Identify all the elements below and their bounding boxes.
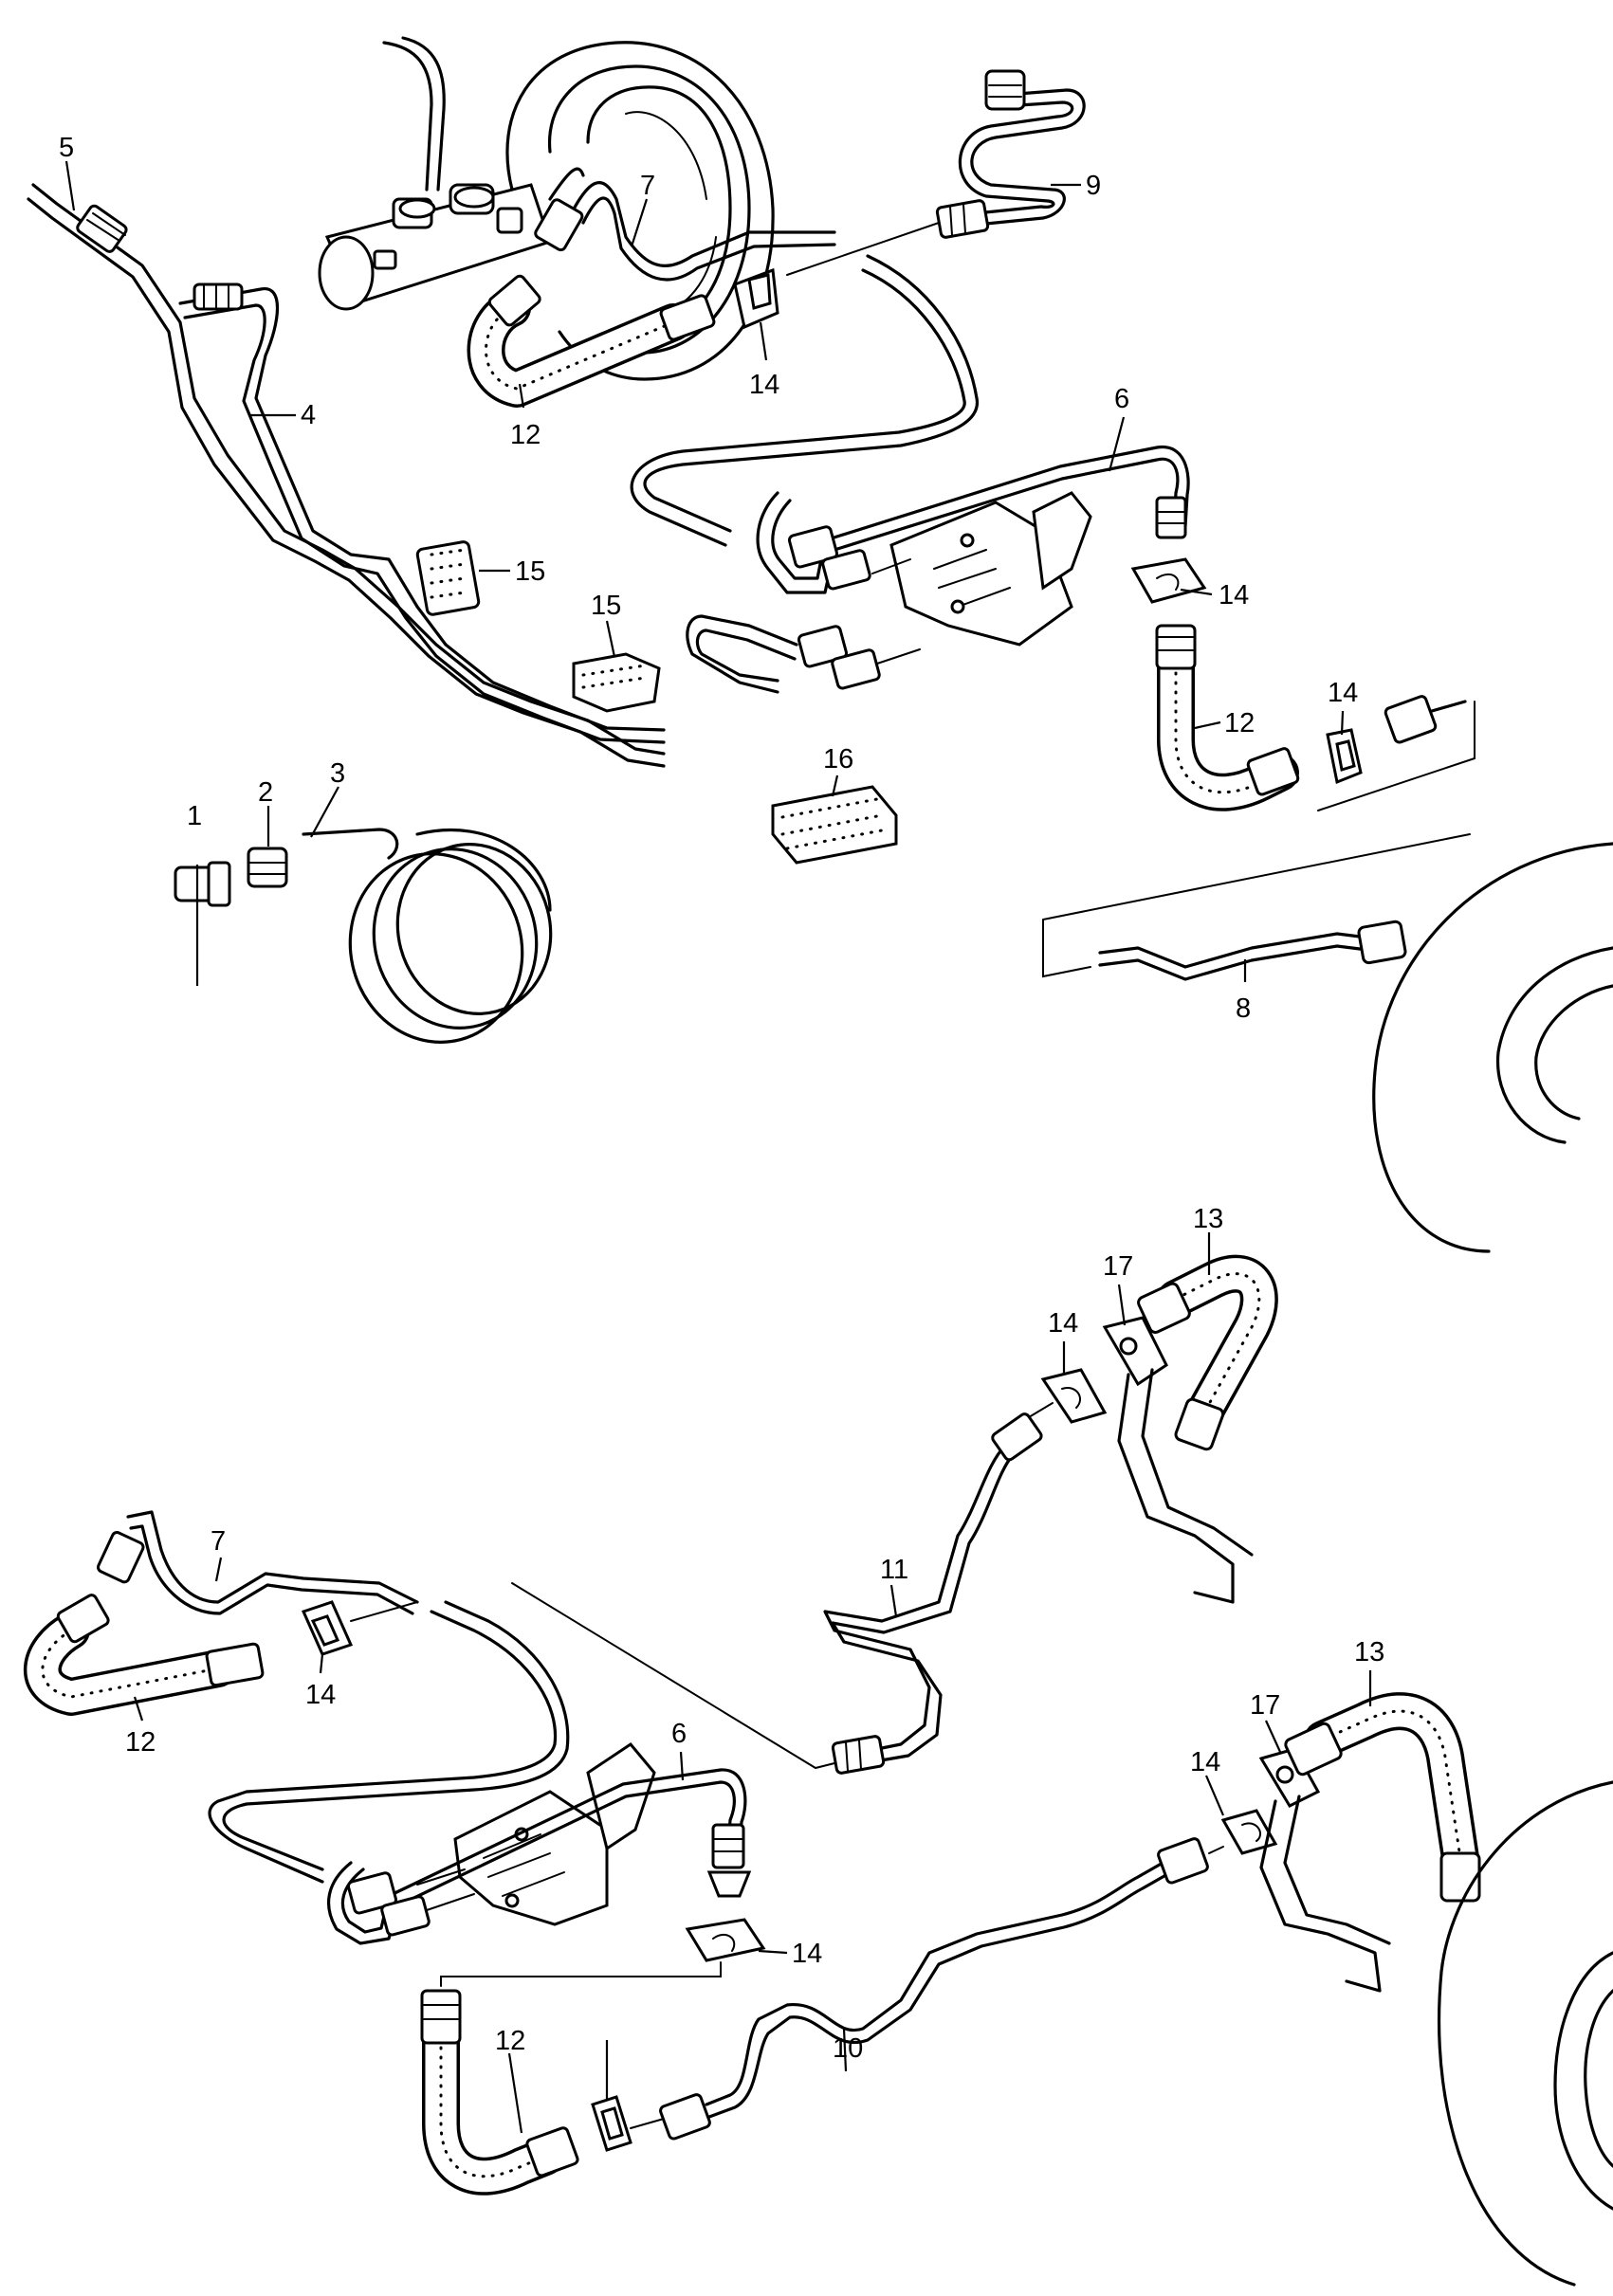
brake-hose-12-bottom-left	[24, 1594, 265, 1716]
callout-13-top: 13	[1193, 1204, 1223, 1234]
brake-booster	[505, 41, 775, 381]
master-cylinder	[318, 183, 552, 311]
grommet-15-b	[572, 652, 661, 713]
bracket-17-bottom	[1258, 1747, 1391, 1993]
brake-line-10	[705, 1856, 1173, 2106]
union-1	[174, 861, 231, 907]
brake-hose-13-top	[1137, 1254, 1278, 1451]
brake-line-11	[823, 1430, 1026, 1756]
callout-17-bottom: 17	[1250, 1690, 1280, 1721]
callout-14-lower-left: 14	[305, 1680, 336, 1710]
callout-labels: 1 2 3 4 5 6 6 7 7 8 9 10 11 12 12 12 12 …	[59, 133, 1384, 2064]
fitting-line-11-bottom	[831, 1735, 886, 1775]
clip-14-lower-upper	[1040, 1368, 1108, 1424]
fitting-line-10-right	[1157, 1837, 1209, 1885]
callout-14-lower-right: 14	[1190, 1747, 1220, 1777]
callout-6-top: 6	[1114, 384, 1129, 414]
bracket-17-top	[1102, 1316, 1254, 1604]
callout-7-bottom: 7	[211, 1526, 226, 1557]
fitting-right-end	[1384, 695, 1467, 744]
brake-line-to-valve	[643, 254, 979, 533]
fitting-line-7-bottom	[97, 1531, 145, 1584]
callout-12-top: 12	[510, 420, 541, 450]
grommet-15-a	[415, 540, 481, 616]
valve-fittings-top	[787, 525, 921, 690]
callout-16: 16	[823, 744, 853, 774]
callout-9: 9	[1086, 171, 1101, 201]
brake-line-7-top	[567, 180, 836, 267]
booster-vacuum-line	[382, 41, 433, 191]
brake-line-7-bottom	[126, 1510, 419, 1604]
clip-14-lower-hose	[591, 2095, 632, 2152]
valve-fittings-bottom	[346, 1868, 475, 1937]
fitting-line-8	[1357, 920, 1407, 965]
callout-3: 3	[330, 758, 345, 789]
fitting-line-11-top	[991, 1412, 1043, 1462]
brake-line-4	[178, 287, 666, 732]
callout-12-bottom: 12	[495, 2026, 525, 2056]
callout-14-lower-upper: 14	[1048, 1308, 1078, 1339]
callout-11: 11	[880, 1555, 908, 1585]
clip-14-valve	[1130, 557, 1207, 604]
brake-line-9	[946, 88, 1086, 229]
clip-14-lower-right	[1220, 1809, 1278, 1855]
brake-hose-12-top	[467, 198, 716, 408]
fitting-line-4	[192, 282, 244, 311]
fitting-line-5	[76, 204, 128, 253]
callout-14-lower-valve: 14	[792, 1939, 822, 1969]
coiled-brake-line-3	[302, 828, 553, 1044]
callout-14-hose-right: 14	[1328, 678, 1358, 708]
callout-15-b: 15	[591, 591, 621, 621]
callout-10: 10	[833, 2033, 863, 2064]
fitting-line-6-bottom	[706, 1823, 752, 1898]
callout-14-top: 14	[749, 370, 779, 400]
brake-disc-bottom	[1437, 1780, 1613, 2287]
nut-2	[247, 847, 288, 888]
callout-5: 5	[59, 133, 74, 163]
brake-line-6-bottom	[327, 1780, 736, 1945]
callout-2: 2	[258, 777, 273, 808]
fitting-line-10-left	[659, 2093, 711, 2141]
fitting-line-9-bottom	[935, 199, 990, 239]
brake-disc-top	[1372, 842, 1613, 1253]
leader-lines	[64, 160, 1372, 2134]
brake-line-lower-valve	[208, 1610, 558, 1884]
pressure-regulator-bottom	[453, 1742, 656, 1926]
clip-14-top	[733, 267, 779, 330]
callout-17-top: 17	[1103, 1251, 1133, 1282]
callout-13-bottom: 13	[1354, 1637, 1384, 1667]
callout-4: 4	[301, 400, 316, 430]
clip-14-lower-left	[301, 1600, 354, 1656]
fitting-line-6-top	[1155, 496, 1187, 539]
callout-7-top: 7	[640, 171, 655, 201]
brake-hose-13-bottom	[1284, 1692, 1481, 1903]
clip-14-lower-valve	[685, 1918, 766, 1962]
body-edge-line-8	[1042, 833, 1471, 978]
brake-line-valve-left	[686, 614, 798, 694]
callout-14-valve: 14	[1219, 580, 1249, 610]
callout-6-bottom: 6	[671, 1719, 687, 1749]
clip-14-hose-right	[1326, 728, 1363, 785]
brake-line-8	[1098, 932, 1377, 969]
brake-hose-12-right	[1155, 624, 1300, 811]
brake-hose-12-bottom	[420, 1989, 579, 2196]
callout-12-right: 12	[1224, 708, 1255, 738]
callout-12-bottom-left: 12	[125, 1727, 156, 1758]
callout-8: 8	[1236, 993, 1251, 1024]
grommet-16	[771, 785, 898, 865]
fitting-line-9-top	[984, 69, 1026, 111]
brake-line-6-top	[756, 457, 1180, 594]
pressure-regulator-top	[889, 491, 1092, 647]
callout-15-a: 15	[515, 556, 545, 587]
callout-1: 1	[187, 801, 202, 831]
